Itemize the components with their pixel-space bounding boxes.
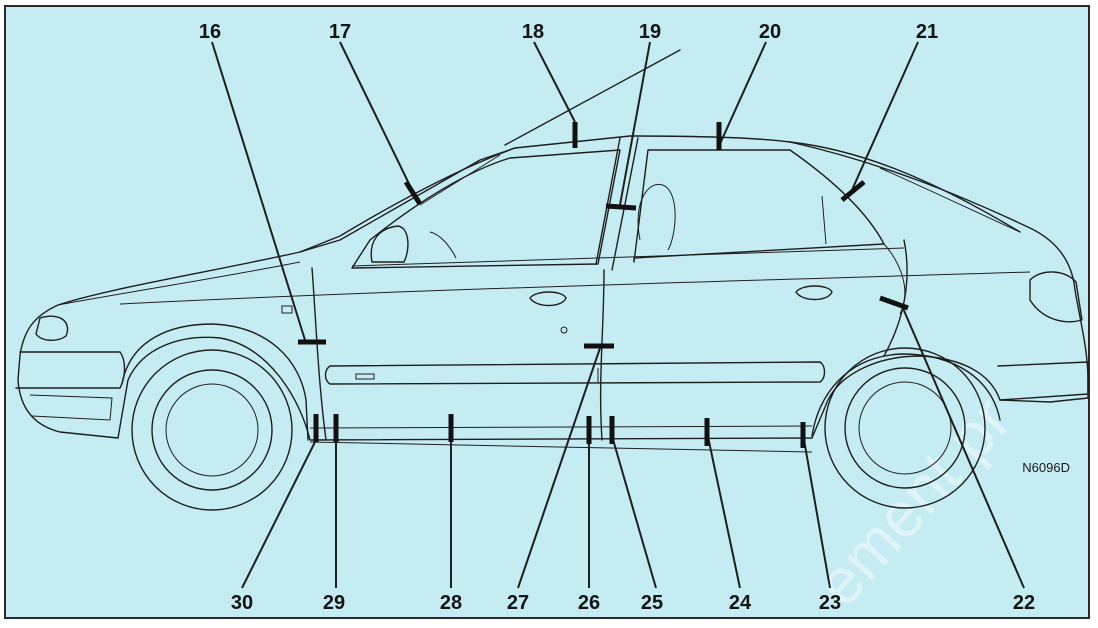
rear-wheel [824, 347, 986, 509]
figure-code: N6096D [1022, 460, 1070, 475]
callout-30: 30 [231, 592, 253, 614]
marker-21 [840, 180, 866, 202]
position-markers [298, 122, 909, 448]
callout-27: 27 [507, 592, 529, 614]
car-diagram-panel: ement pr [4, 5, 1090, 619]
callout-20: 20 [759, 21, 781, 43]
callout-16: 16 [199, 21, 221, 43]
car-outline [15, 49, 1089, 453]
marker-19 [605, 203, 637, 211]
callout-29: 29 [323, 592, 345, 614]
callout-21: 21 [916, 21, 938, 43]
callout-28: 28 [440, 592, 462, 614]
callout-17: 17 [329, 21, 351, 43]
callout-19: 19 [639, 21, 661, 43]
callout-26: 26 [578, 592, 600, 614]
callout-labels: 16 17 18 19 20 21 30 29 28 27 26 25 24 2… [199, 21, 1035, 614]
callout-18: 18 [522, 21, 544, 43]
leader-lines [211, 41, 1025, 589]
front-wheel [131, 349, 293, 511]
marker-17 [403, 180, 423, 206]
marker-22 [879, 295, 909, 311]
callout-23: 23 [819, 592, 841, 614]
panel-background [4, 5, 1090, 619]
callout-25: 25 [641, 592, 663, 614]
callout-24: 24 [729, 592, 752, 614]
callout-22: 22 [1013, 592, 1035, 614]
